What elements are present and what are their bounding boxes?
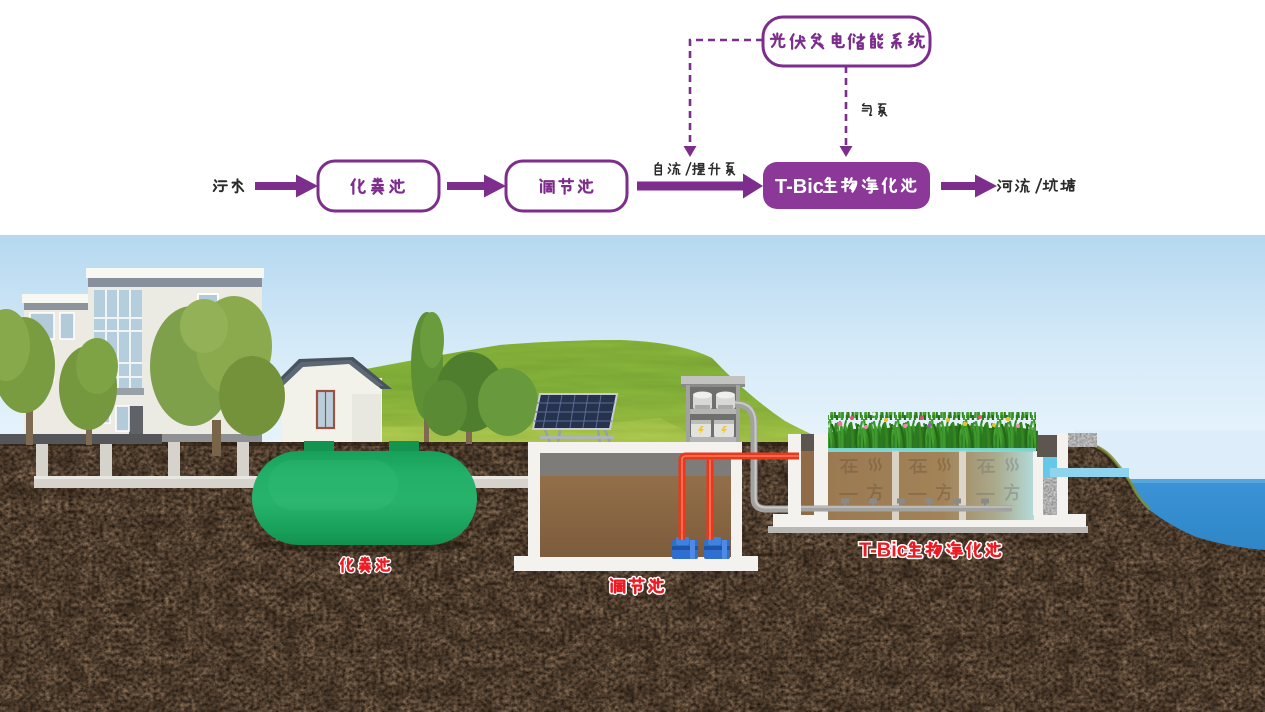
svg-text:T-Bic: T-Bic	[775, 176, 824, 198]
svg-text:T-Bic: T-Bic	[859, 540, 908, 562]
